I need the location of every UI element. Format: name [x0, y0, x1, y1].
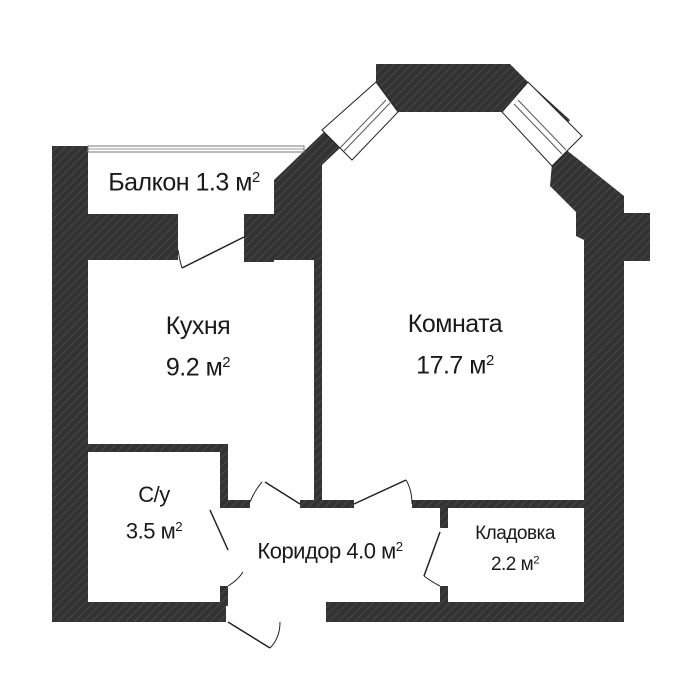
area-exponent: 2: [175, 519, 183, 534]
door-bathroom: [209, 509, 229, 551]
wall-bottom-right: [326, 602, 584, 622]
wall-bath-right-top: [220, 444, 228, 500]
room-area: 1.3: [195, 168, 230, 197]
area-exponent: 2: [485, 352, 494, 369]
room-label-storage: Кладовка 2.2 м2: [475, 524, 555, 574]
room-area: 9.2: [165, 353, 200, 382]
wall-storage-top: [412, 500, 584, 508]
room-name: С/у: [138, 482, 170, 507]
area-unit: м: [381, 538, 396, 564]
wall-bay-left: [274, 132, 340, 260]
room-name: Комната: [407, 310, 503, 338]
room-label-bathroom: С/у 3.5 м2: [125, 482, 183, 544]
room-label-corridor: Коридор 4.0 м2: [257, 538, 403, 564]
room-label-room: Комната 17.7 м2: [407, 310, 503, 378]
room-name: Кухня: [165, 312, 231, 340]
area-exponent: 2: [251, 169, 260, 186]
area-unit: м: [160, 518, 176, 544]
wall-right-bump: [624, 213, 650, 261]
room-area: 17.7: [416, 351, 463, 380]
doors: [177, 236, 441, 649]
room-area: 2.2: [490, 554, 516, 575]
area-unit: м: [520, 554, 534, 575]
room-area-line: 2.2 м2: [475, 555, 555, 574]
room-label-kitchen: Кухня 9.2 м2: [165, 312, 231, 382]
wall-left-bump: [244, 214, 274, 262]
room-name: Кладовка: [475, 523, 555, 544]
door-entrance: [227, 621, 271, 649]
room-label-balcony: Балкон 1.3 м2: [108, 170, 260, 195]
wall-corridor-top-left: [220, 500, 250, 508]
bay-windows: [321, 81, 583, 167]
area-exponent: 2: [533, 554, 540, 567]
room-name: Коридор: [257, 538, 341, 564]
wall-kitchen-room: [314, 250, 322, 500]
area-exponent: 2: [222, 354, 231, 371]
balcony-window: [87, 145, 305, 153]
wall-kitchen-top-left: [88, 214, 178, 260]
door-balcony: [181, 236, 245, 269]
area-exponent: 2: [395, 539, 403, 554]
wall-bay-right: [550, 140, 624, 240]
walls: [52, 64, 650, 622]
wall-bath-right-bottom: [220, 586, 228, 606]
window-bay-left: [321, 81, 399, 161]
area-unit: м: [205, 353, 223, 382]
door-kitchen: [264, 481, 301, 505]
area-unit: м: [469, 351, 486, 380]
room-area-line: 17.7 м2: [408, 353, 502, 378]
area-unit: м: [235, 168, 252, 197]
room-area: 3.5: [125, 518, 156, 544]
wall-storage-left-top: [440, 500, 448, 528]
wall-left-outer: [52, 146, 88, 620]
wall-bay-top: [376, 64, 528, 112]
door-storage: [423, 531, 441, 577]
wall-storage-left-bottom: [440, 586, 448, 606]
room-name: Балкон: [108, 168, 190, 197]
door-room: [353, 479, 407, 505]
room-area: 4.0: [346, 538, 376, 564]
wall-bottom-left: [52, 602, 226, 622]
window-bay-right: [501, 81, 583, 167]
wall-bath-top: [88, 444, 228, 452]
wall-right-outer: [584, 240, 624, 622]
room-area-line: 9.2 м2: [165, 353, 231, 382]
room-area-line: 3.5 м2: [125, 518, 183, 544]
wall-corridor-top-mid: [300, 500, 354, 508]
